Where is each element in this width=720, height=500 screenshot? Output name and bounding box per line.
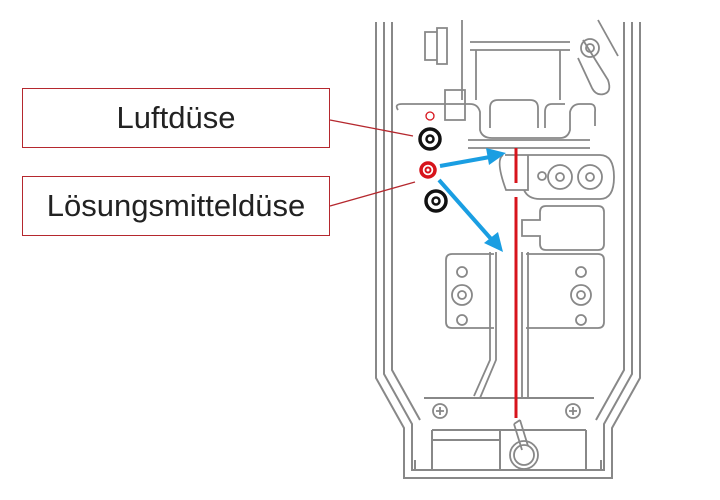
solvent-nozzle-label: Lösungsmitteldüse (22, 176, 330, 236)
air-nozzle-icon-lower (424, 189, 448, 213)
arrow-to-lower-thread (437, 178, 494, 242)
solvent-nozzle-icon (419, 161, 437, 179)
screw-icon-right (565, 403, 581, 419)
arrow-head-icon (486, 148, 506, 165)
small-red-marker (425, 111, 435, 121)
spray-arrows (437, 148, 506, 252)
roller-assembly (498, 154, 615, 251)
air-nozzle-label: Luftdüse (22, 88, 330, 148)
housing-outline (375, 22, 641, 479)
screw-icon-left (432, 403, 448, 419)
upper-mechanism (395, 19, 619, 149)
guide-plates (432, 252, 605, 470)
arrow-head-icon (484, 232, 503, 252)
arrow-to-upper-thread (439, 155, 491, 168)
air-nozzle-icon (418, 127, 442, 151)
callout-lines (329, 119, 416, 207)
